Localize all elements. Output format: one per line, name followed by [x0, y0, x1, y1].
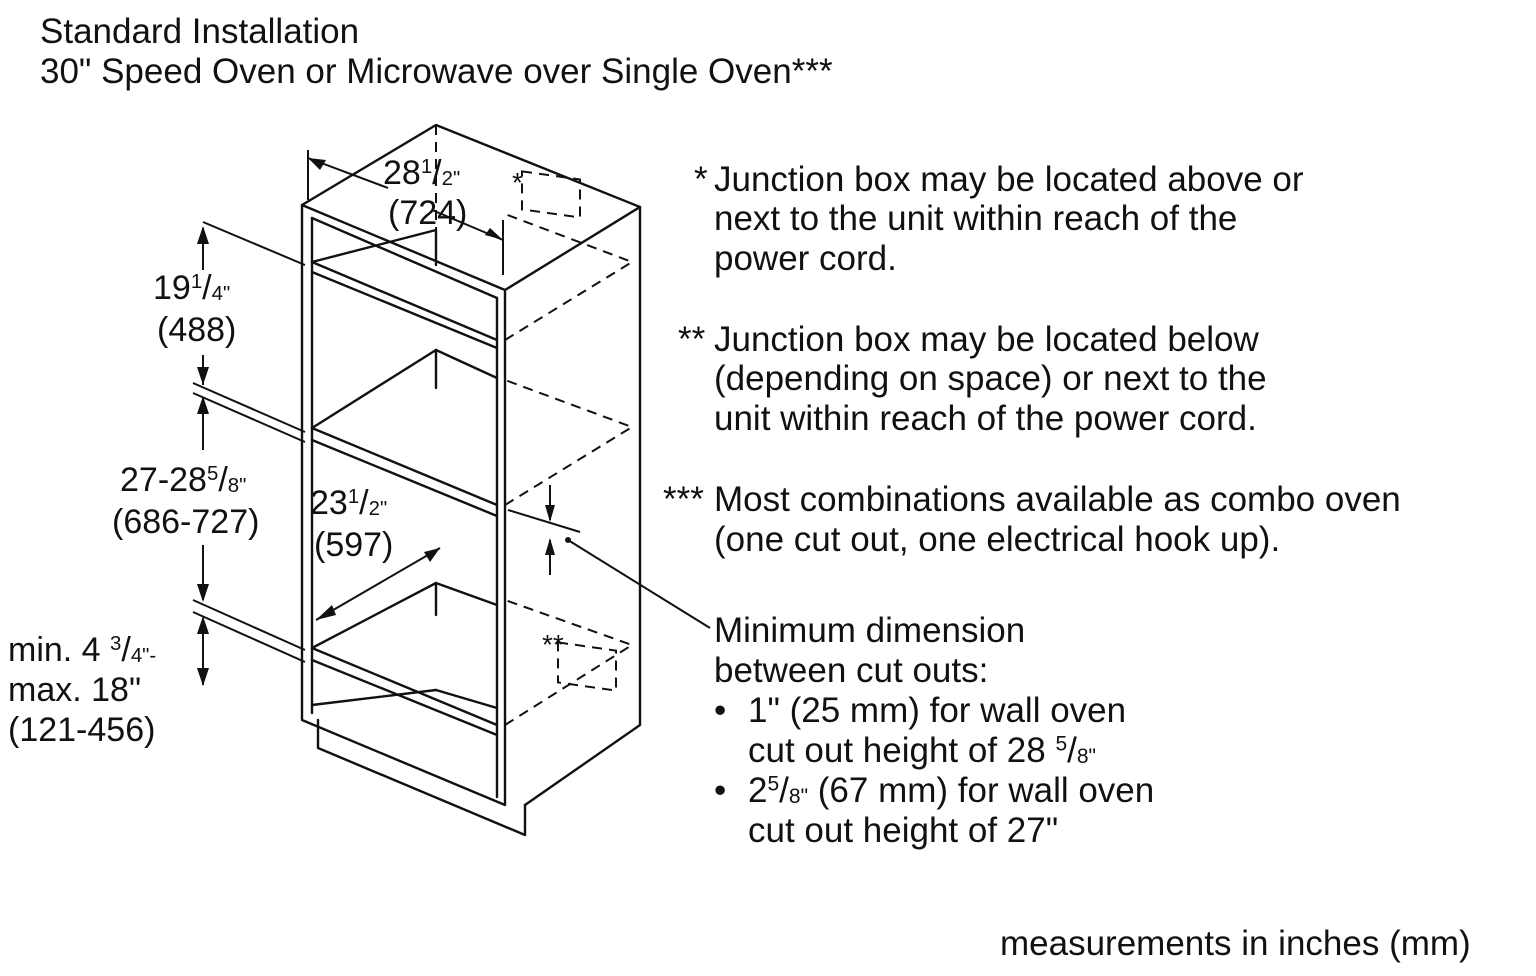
dim-depth-inches: 231/2": [310, 484, 388, 522]
note1-line-1: Junction box may be located above or: [714, 160, 1304, 199]
dim-upper-height-inches: 191/4": [153, 269, 231, 307]
dim-depth-mm: (597): [314, 526, 394, 564]
note1-marker: *: [694, 160, 708, 199]
title-line-2: 30" Speed Oven or Microwave over Single …: [40, 52, 833, 91]
note2-line-2: (depending on space) or next to the: [714, 359, 1267, 398]
bullet-glyph: •: [714, 771, 727, 810]
dim-top-width-mm: (724): [388, 194, 468, 232]
bullet-glyph: •: [714, 691, 727, 730]
minimum-heading-1: Minimum dimension: [714, 611, 1026, 650]
dim-base-min: min. 4 3/4"-: [8, 631, 157, 669]
minimum-item1-line1: •1" (25 mm) for wall oven: [714, 691, 1127, 730]
upper-opening-top: [310, 216, 499, 300]
footer-measurement-note: measurements in inches (mm): [1000, 924, 1471, 963]
note2-line-1: Junction box may be located below: [714, 320, 1259, 359]
junction-box-top: [521, 170, 581, 219]
dim-base-max: max. 18": [8, 671, 142, 709]
junction-box-bottom: [557, 641, 617, 692]
dim-base-mm: (121-456): [8, 711, 156, 749]
dim-upper-height-mm: (488): [157, 311, 237, 349]
cabinet-right-side: [523, 205, 642, 807]
cabinet-top: [300, 123, 642, 292]
minimum-item2-line1: •25/8" (67 mm) for wall oven: [714, 771, 1155, 810]
note2-line-3: unit within reach of the power cord.: [714, 399, 1257, 438]
minimum-item2-line2: cut out height of 27": [748, 811, 1059, 850]
cabinet-front-outline: [300, 203, 507, 807]
marker-single-top: *: [512, 167, 523, 198]
dim-middle-height-inches: 27-285/8": [120, 461, 247, 499]
note3-line-2: (one cut out, one electrical hook up).: [714, 520, 1281, 559]
dim-middle-height-mm: (686-727): [112, 503, 260, 541]
note1-line-2: next to the unit within reach of the: [714, 199, 1238, 238]
dim-top-width-inches: 281/2": [383, 154, 461, 192]
note2-marker: **: [678, 320, 706, 359]
minimum-heading-2: between cut outs:: [714, 651, 989, 690]
note3-marker: ***: [663, 480, 704, 519]
minimum-item1-line2: cut out height of 28 5/8": [748, 731, 1097, 770]
note3-line-1: Most combinations available as combo ove…: [714, 480, 1401, 519]
marker-double-bottom: **: [542, 629, 564, 660]
toe-kick: [316, 718, 527, 837]
title-line-1: Standard Installation: [40, 12, 360, 51]
note1-line-3: power cord.: [714, 239, 897, 278]
